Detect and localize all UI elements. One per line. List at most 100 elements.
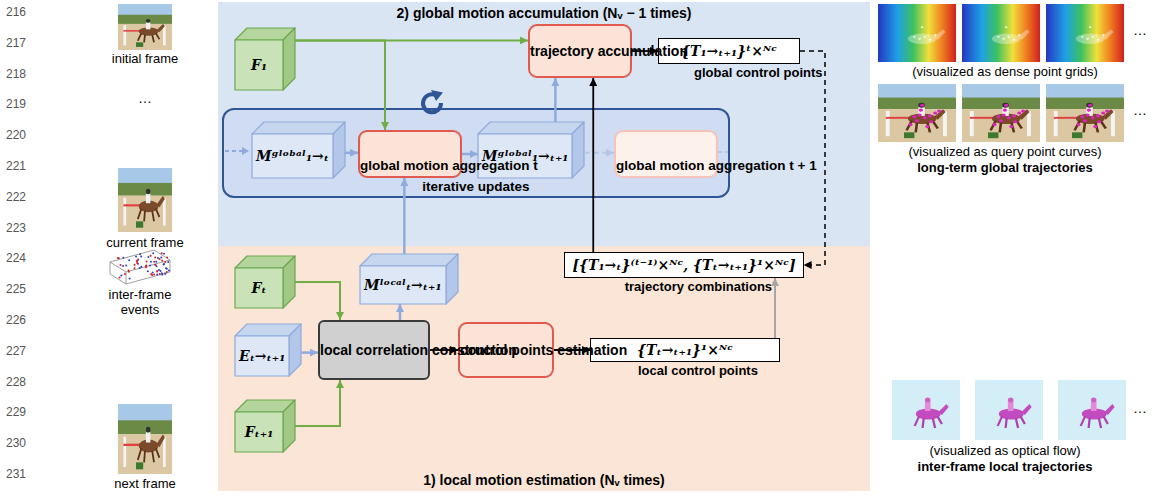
event-dot	[155, 261, 157, 263]
cube-face	[283, 256, 295, 308]
text-holder: global motion aggregation t	[360, 158, 460, 174]
line-number: 221	[6, 159, 26, 173]
event-dot	[133, 267, 135, 269]
process-box: control points estimation	[458, 322, 554, 378]
output-title: inter-frame local trajectories	[918, 459, 1093, 474]
region-band: 2) global motion accumulation (Nᵥ − 1 ti…	[218, 2, 870, 246]
arrow-connector	[295, 380, 340, 426]
incoming-dashed-head	[242, 147, 249, 155]
math-symbol: Eₜ→ₜ₊₁	[239, 348, 285, 364]
line-number: 216	[6, 5, 26, 19]
event-cloud	[110, 250, 170, 284]
math-symbol: F₁	[251, 57, 267, 73]
arrow-connector	[554, 349, 590, 351]
cube-face	[283, 28, 295, 90]
event-dot	[135, 255, 137, 257]
math-expression: {T₁→ₜ₊₁}ᵗ×ᴺᶜ	[681, 43, 777, 59]
text-holder: Eₜ→ₜ₊₁	[235, 336, 289, 376]
trajectory-box: [{T₁→ₜ}⁽ᵗ⁻¹⁾×ᴺᶜ, {Tₜ→ₜ₊₁}¹×ᴺᶜ]trajectory…	[564, 252, 803, 278]
cube-face	[235, 40, 283, 90]
label-holder: 231	[6, 468, 26, 482]
cube-face	[235, 412, 283, 452]
arrow-connector	[554, 78, 557, 122]
text-holder: trajectory combinations	[625, 279, 744, 294]
process-box: trajectory accumulation	[528, 24, 632, 78]
label-holder: …	[1133, 102, 1147, 118]
event-dot	[136, 260, 138, 262]
label-holder: initial frame	[112, 52, 178, 67]
event-dot	[154, 264, 156, 266]
label-holder: 229	[6, 406, 26, 420]
arrow-connector	[295, 40, 385, 130]
line-number: 228	[6, 375, 26, 389]
process-box: local correlation construction	[318, 320, 430, 380]
event-dot	[152, 252, 154, 254]
process-box: global motion aggregation t	[358, 130, 462, 178]
event-dot	[119, 264, 121, 266]
label-holder: inter-frame local trajectories	[918, 460, 1093, 475]
math-symbol: Mᵍˡᵒᵇᵃˡ₁→ₜ	[256, 148, 329, 164]
label-holder: 227	[6, 345, 26, 359]
line-number: 218	[6, 67, 26, 81]
cube-face	[478, 122, 584, 134]
label-holder: 221	[6, 160, 26, 174]
cube-face	[572, 122, 584, 178]
event-dot	[150, 255, 152, 257]
label-holder: 220	[6, 129, 26, 143]
event-dot	[162, 263, 164, 265]
box-label: trajectory accumulation	[530, 43, 688, 59]
label-holder: 228	[6, 376, 26, 390]
text-holder: global control points	[694, 65, 764, 80]
arrow-connector	[403, 178, 406, 254]
cube-face	[235, 336, 289, 376]
label-holder: next frame	[114, 477, 175, 492]
frame-caption: initial frame	[112, 51, 178, 66]
arrow-connector	[462, 153, 478, 156]
process-box: global motion aggregation t + 1	[614, 130, 718, 178]
event-dot	[161, 259, 163, 261]
event-dot	[137, 259, 139, 261]
event-dot	[167, 261, 169, 263]
label-holder: 217	[6, 37, 26, 51]
event-dot	[159, 273, 161, 275]
event-dot	[163, 253, 165, 255]
text-holder: [{T₁→ₜ}⁽ᵗ⁻¹⁾×ᴺᶜ, {Tₜ→ₜ₊₁}¹×ᴺᶜ]	[565, 257, 802, 273]
arrow-connector	[345, 152, 358, 155]
event-dot	[161, 272, 163, 274]
label-holder: current frame	[106, 236, 183, 251]
feature-cube: Fₜ	[235, 256, 295, 308]
arrow-connector	[632, 50, 658, 52]
text-holder: iterative updates	[224, 179, 728, 194]
text-holder: trajectory accumulation	[530, 43, 630, 59]
event-dot	[163, 263, 165, 265]
motion-feature-cube: Mᵍˡᵒᵇᵃˡ₁→ₜ	[252, 122, 345, 178]
cube-face	[446, 254, 458, 304]
arrow-connector	[592, 78, 594, 252]
event-dot	[119, 276, 121, 278]
text-holder: local control points	[638, 363, 732, 378]
event-dot	[137, 263, 139, 265]
label-holder: …	[1133, 400, 1147, 416]
text-holder: 1) local motion estimation (Nᵥ times)	[218, 472, 870, 488]
event-dot	[122, 257, 124, 259]
cube-face	[478, 134, 572, 178]
event-dot	[165, 267, 167, 269]
label-holder: 219	[6, 98, 26, 112]
event-dot	[120, 274, 122, 276]
event-dot	[139, 253, 141, 255]
ellipsis: …	[138, 90, 152, 106]
event-dot	[117, 257, 119, 259]
ellipsis: …	[1133, 102, 1147, 118]
label-holder: 225	[6, 283, 26, 297]
label-holder: 224	[6, 252, 26, 266]
label-holder: 223	[6, 222, 26, 236]
event-dot	[156, 273, 158, 275]
line-number: 230	[6, 436, 26, 450]
text-holder: local correlation construction	[320, 342, 428, 358]
event-dot	[159, 258, 161, 260]
cube-face	[283, 400, 295, 452]
event-dot	[164, 261, 166, 263]
event-dot	[146, 261, 148, 263]
incoming-dashed-line	[225, 150, 242, 152]
event-dot	[134, 264, 136, 266]
